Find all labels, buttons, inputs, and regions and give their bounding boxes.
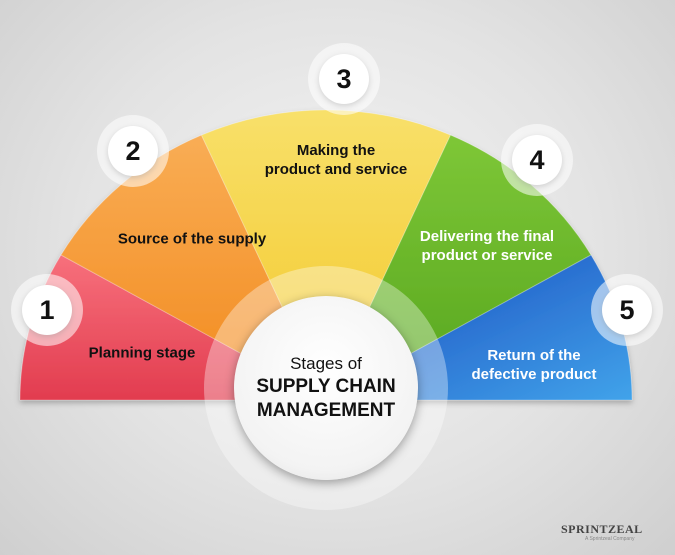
stage-1-label: Planning stage <box>88 344 196 362</box>
brand-logo: SPRINTZEAL A Sprintzeal Company <box>561 522 671 550</box>
stage-2-label: Source of the supply <box>117 230 267 248</box>
center-title-line-1: Stages of <box>290 354 362 373</box>
stage-2-number-badge: 2 <box>108 126 158 176</box>
stage-3-label: Making the product and service <box>264 142 408 178</box>
brand-tagline: A Sprintzeal Company <box>585 536 635 542</box>
stage-5-label: Return of the defective product <box>471 347 597 383</box>
stage-5-number-badge: 5 <box>602 285 652 335</box>
stage-3-segment <box>200 109 452 402</box>
stage-4-number-badge: 4 <box>512 135 562 185</box>
stage-4-label: Delivering the final product or service <box>419 228 555 264</box>
center-title-circle: Stages of SUPPLY CHAIN MANAGEMENT <box>234 296 418 480</box>
center-title-line-3: MANAGEMENT <box>256 400 396 421</box>
brand-name: SPRINTZEAL <box>561 522 643 536</box>
center-title-line-2: SUPPLY CHAIN <box>256 376 396 397</box>
stage-3-number-badge: 3 <box>319 54 369 104</box>
stage-1-number-badge: 1 <box>22 285 72 335</box>
